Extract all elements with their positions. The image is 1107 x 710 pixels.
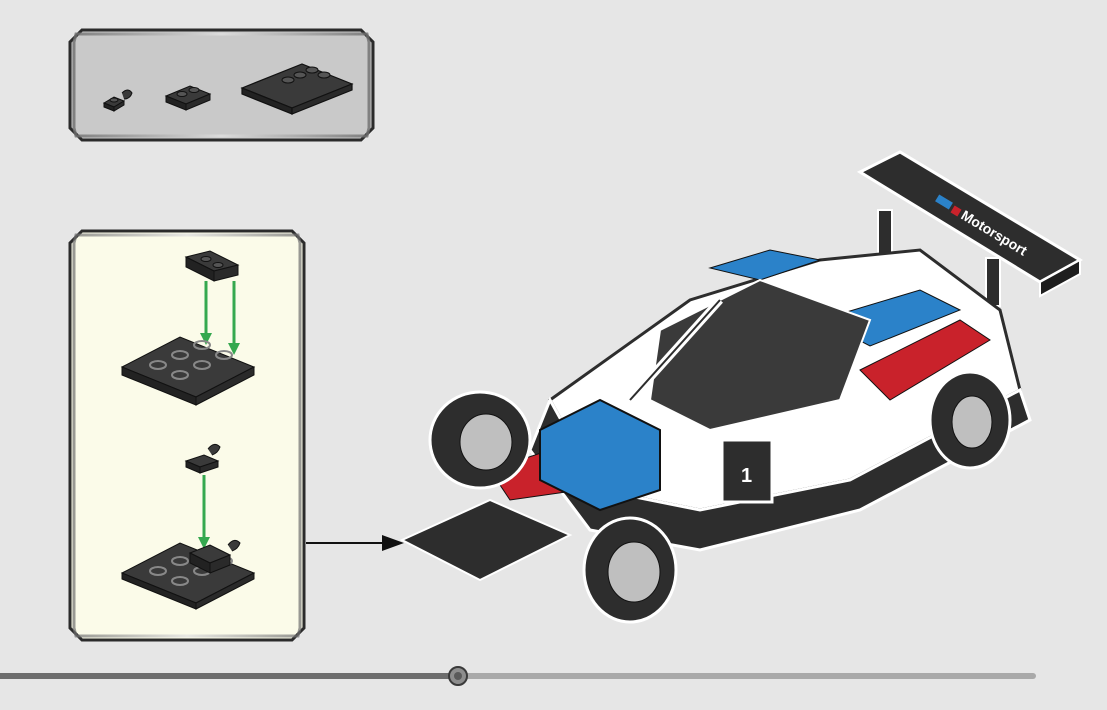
rear-right-wheel: [930, 372, 1010, 468]
substep-lower-assembly: [118, 429, 268, 609]
progress-bar[interactable]: [0, 660, 1107, 690]
plate-3x3-studs-icon: [238, 54, 358, 118]
parts-list-panel: [68, 28, 375, 142]
rear-left-wheel: [430, 392, 530, 488]
model-illustration: Motorsport 1: [400, 150, 1090, 630]
front-plate: [402, 500, 570, 580]
race-number: 1: [741, 465, 752, 487]
substep-upper-assembly: [118, 249, 268, 399]
plate-1x2-icon: [164, 80, 214, 112]
progress-handle[interactable]: [449, 667, 467, 685]
plate-1x1-clip-icon: [100, 83, 140, 113]
front-wheel: [584, 518, 676, 622]
substep-panel: [68, 229, 306, 642]
callout-pointer-arrow-icon: [300, 530, 410, 556]
